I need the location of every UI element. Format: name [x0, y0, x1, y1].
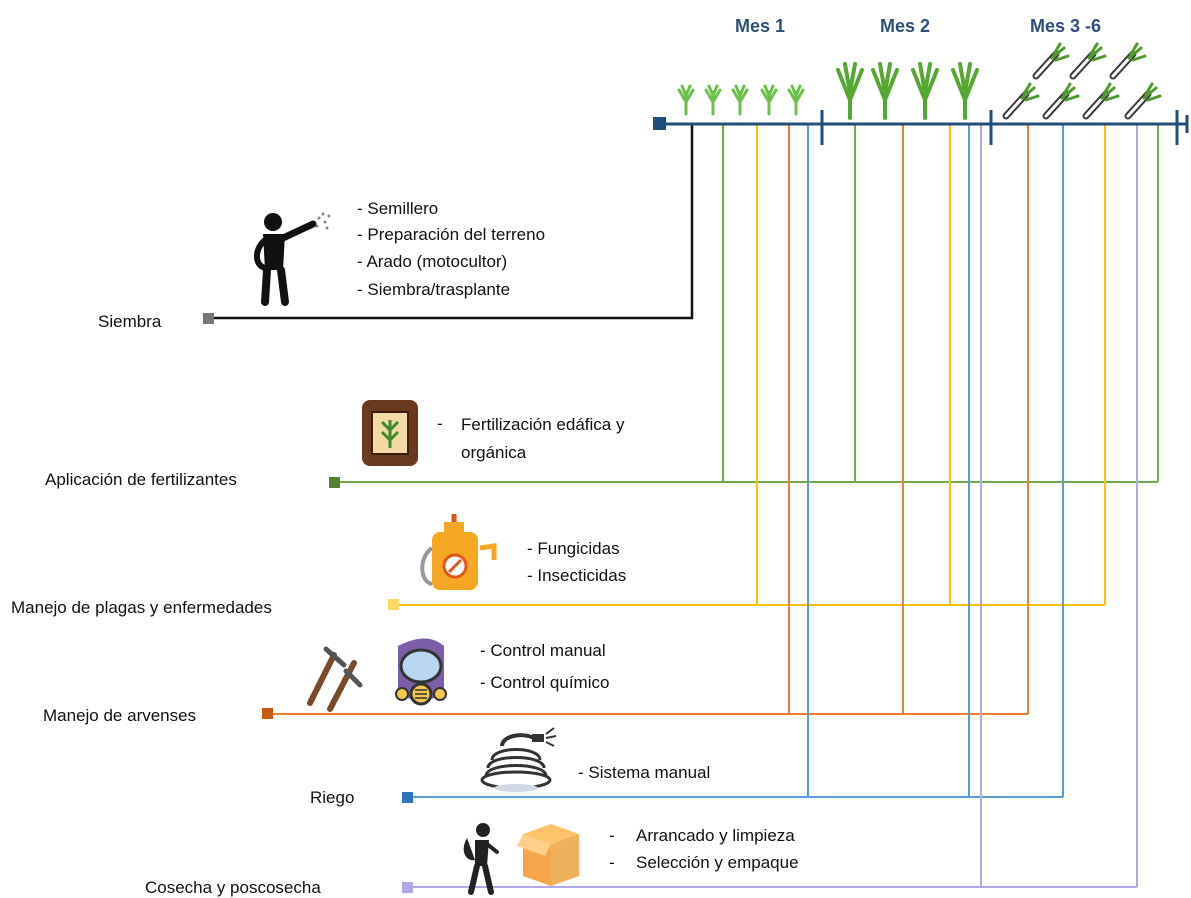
leek-icon — [1069, 42, 1107, 80]
activity-label-siembra: Siembra — [98, 312, 162, 331]
riego-connector — [411, 124, 1064, 798]
cosecha-connector — [411, 124, 1138, 888]
arvenses-details: - Control manual - Control químico — [480, 641, 609, 692]
activity-label-plagas: Manejo de plagas y enfermedades — [11, 598, 272, 617]
leek-icon — [1109, 42, 1147, 80]
fertilizer-bag-icon — [362, 400, 418, 466]
seedling-icon — [677, 84, 695, 116]
detail-item: - Insecticidas — [527, 566, 626, 585]
gas-mask-icon — [395, 638, 447, 706]
activity-label-cosecha: Cosecha y poscosecha — [145, 878, 321, 897]
fertilizantes-details: - Fertilización edáfica y orgánica — [437, 414, 625, 462]
seedling-icon — [731, 84, 749, 116]
leek-icon — [1082, 82, 1120, 120]
detail-item: - Fungicidas — [527, 539, 620, 558]
detail-bullet: - — [609, 826, 615, 845]
plagas-details: - Fungicidas - Insecticidas — [527, 539, 626, 585]
leek-icon — [1032, 42, 1070, 80]
cosecha-details: - Arrancado y limpieza - Selección y emp… — [609, 826, 799, 872]
plagas-marker — [388, 599, 399, 610]
connectors — [212, 124, 1159, 888]
arvenses-marker — [262, 708, 273, 719]
young-plant-icons-month-2 — [836, 62, 979, 120]
sowing-person-icon — [254, 212, 331, 306]
fertilizantes-connector — [338, 124, 1159, 483]
leek-icons-month-3-6 — [1002, 42, 1162, 120]
month-label-2: Mes 2 — [880, 16, 930, 36]
month-label-3: Mes 3 -6 — [1030, 16, 1101, 36]
sprayer-icon — [420, 514, 497, 590]
young-plant-icon — [871, 62, 899, 120]
detail-item: Fertilización edáfica y — [461, 415, 625, 434]
seedling-icons-month-1 — [677, 84, 805, 116]
activity-label-fertilizantes: Aplicación de fertilizantes — [45, 470, 237, 489]
timeline: Mes 1 Mes 2 Mes 3 -6 — [653, 16, 1189, 145]
hoe-icon — [307, 646, 363, 712]
hose-icon — [480, 727, 557, 792]
riego-details: - Sistema manual — [578, 763, 710, 782]
detail-item: - Siembra/trasplante — [357, 280, 510, 299]
young-plant-icon — [836, 62, 864, 120]
young-plant-icon — [911, 62, 939, 120]
plagas-connector — [396, 124, 1106, 606]
arvenses-connector — [272, 124, 1029, 715]
riego-marker — [402, 792, 413, 803]
fertilizantes-marker — [329, 477, 340, 488]
siembra-details: - Semillero - Preparación del terreno - … — [357, 199, 545, 299]
detail-item: Selección y empaque — [636, 853, 799, 872]
harvest-person-icon — [463, 823, 499, 895]
activity-label-riego: Riego — [310, 788, 354, 807]
detail-item: - Preparación del terreno — [357, 225, 545, 244]
detail-item: - Sistema manual — [578, 763, 710, 782]
young-plant-icon — [951, 62, 979, 120]
detail-item: - Control manual — [480, 641, 606, 660]
siembra-marker — [203, 313, 214, 324]
leek-icon — [1002, 82, 1040, 120]
seedling-icon — [704, 84, 722, 116]
leek-icon — [1042, 82, 1080, 120]
seedling-icon — [760, 84, 778, 116]
detail-item: - Control químico — [480, 673, 609, 692]
month-label-1: Mes 1 — [735, 16, 785, 36]
cosecha-marker — [402, 882, 413, 893]
detail-bullet: - — [609, 853, 615, 872]
detail-item: orgánica — [461, 443, 527, 462]
activity-label-arvenses: Manejo de arvenses — [43, 706, 196, 725]
detail-item: - Semillero — [357, 199, 438, 218]
siembra-connector — [212, 124, 694, 320]
seedling-icon — [787, 84, 805, 116]
box-icon — [517, 824, 579, 886]
detail-item: Arrancado y limpieza — [636, 826, 795, 845]
leek-icon — [1124, 82, 1162, 120]
timeline-start-marker — [653, 117, 666, 130]
detail-item: - Arado (motocultor) — [357, 252, 507, 271]
detail-bullet: - — [437, 414, 443, 433]
